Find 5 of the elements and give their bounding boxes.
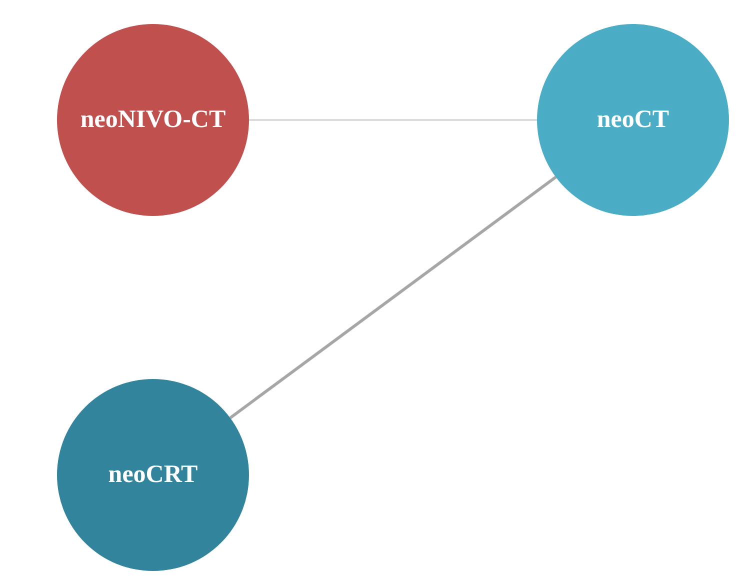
connector-line — [249, 119, 537, 121]
treatment-label: neoCT — [596, 106, 670, 134]
treatment-label: neoNIVO-CT — [80, 106, 226, 134]
treatment-label: neoCRT — [108, 461, 198, 489]
connector-line — [229, 176, 557, 420]
